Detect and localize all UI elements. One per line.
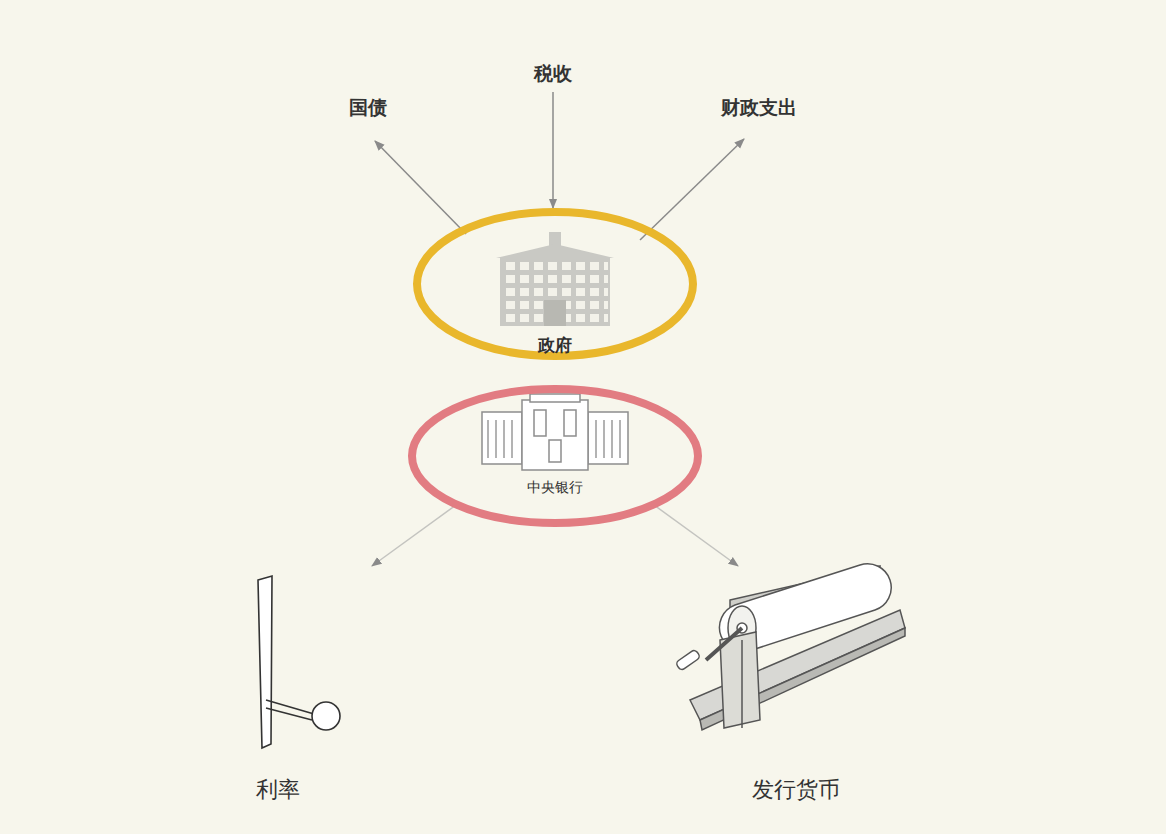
- tax-label: 税收: [534, 61, 572, 87]
- ellipse-outline: [408, 385, 702, 527]
- tax-arrow: [552, 92, 554, 208]
- rate-label: 利率: [256, 775, 300, 805]
- debt-label: 国债: [349, 95, 387, 121]
- rate-arrow: [372, 505, 456, 566]
- money-arrow: [654, 505, 738, 566]
- government-building: [496, 232, 614, 326]
- government-ellipse: 政府: [413, 208, 697, 360]
- central-bank-ellipse: 中央银行: [408, 385, 702, 527]
- interest-rate-lever: [258, 576, 340, 748]
- ellipse-ring: [412, 389, 698, 523]
- central-bank-building: [482, 394, 628, 470]
- money-label: 发行货币: [752, 775, 840, 805]
- node-label: 政府: [413, 334, 697, 357]
- spending-label: 财政支出: [721, 95, 797, 121]
- ellipse-ring: [417, 212, 693, 356]
- debt-arrow: [375, 141, 466, 234]
- node-label: 中央银行: [408, 479, 702, 497]
- printing-press: [675, 564, 905, 730]
- spending-arrow: [640, 139, 744, 240]
